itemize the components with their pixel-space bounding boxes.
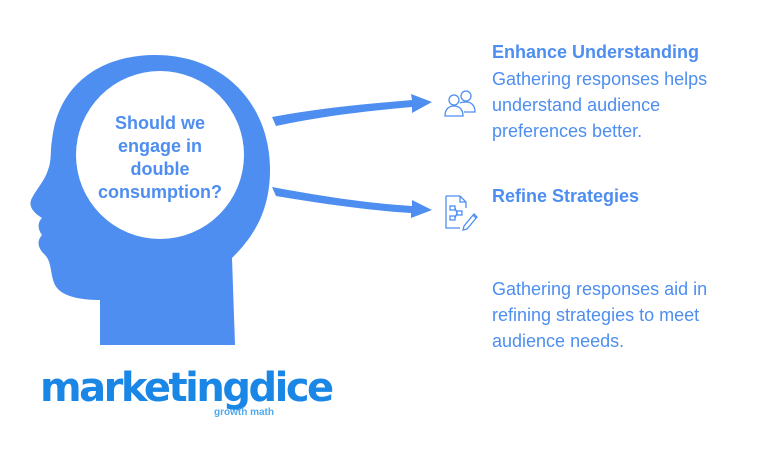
item-title-refine: Refine Strategies (492, 186, 640, 206)
item-title-enhance: Enhance Understanding (492, 42, 700, 62)
document-edit-icon (445, 195, 478, 231)
item-body-enhance: Gathering responses helps understand aud… (492, 69, 708, 141)
brand-logo-tagline: growth math (214, 407, 274, 418)
arrow-bottom (272, 187, 432, 218)
thought-circle (76, 71, 244, 239)
item-body-refine: Gathering responses aid in refining stra… (492, 279, 708, 351)
users-icon (444, 90, 476, 117)
brand-logo-wordmark: marketingdice (40, 365, 334, 411)
arrow-top (272, 94, 432, 126)
question-text: Should we engage in double consumption? (98, 113, 222, 202)
